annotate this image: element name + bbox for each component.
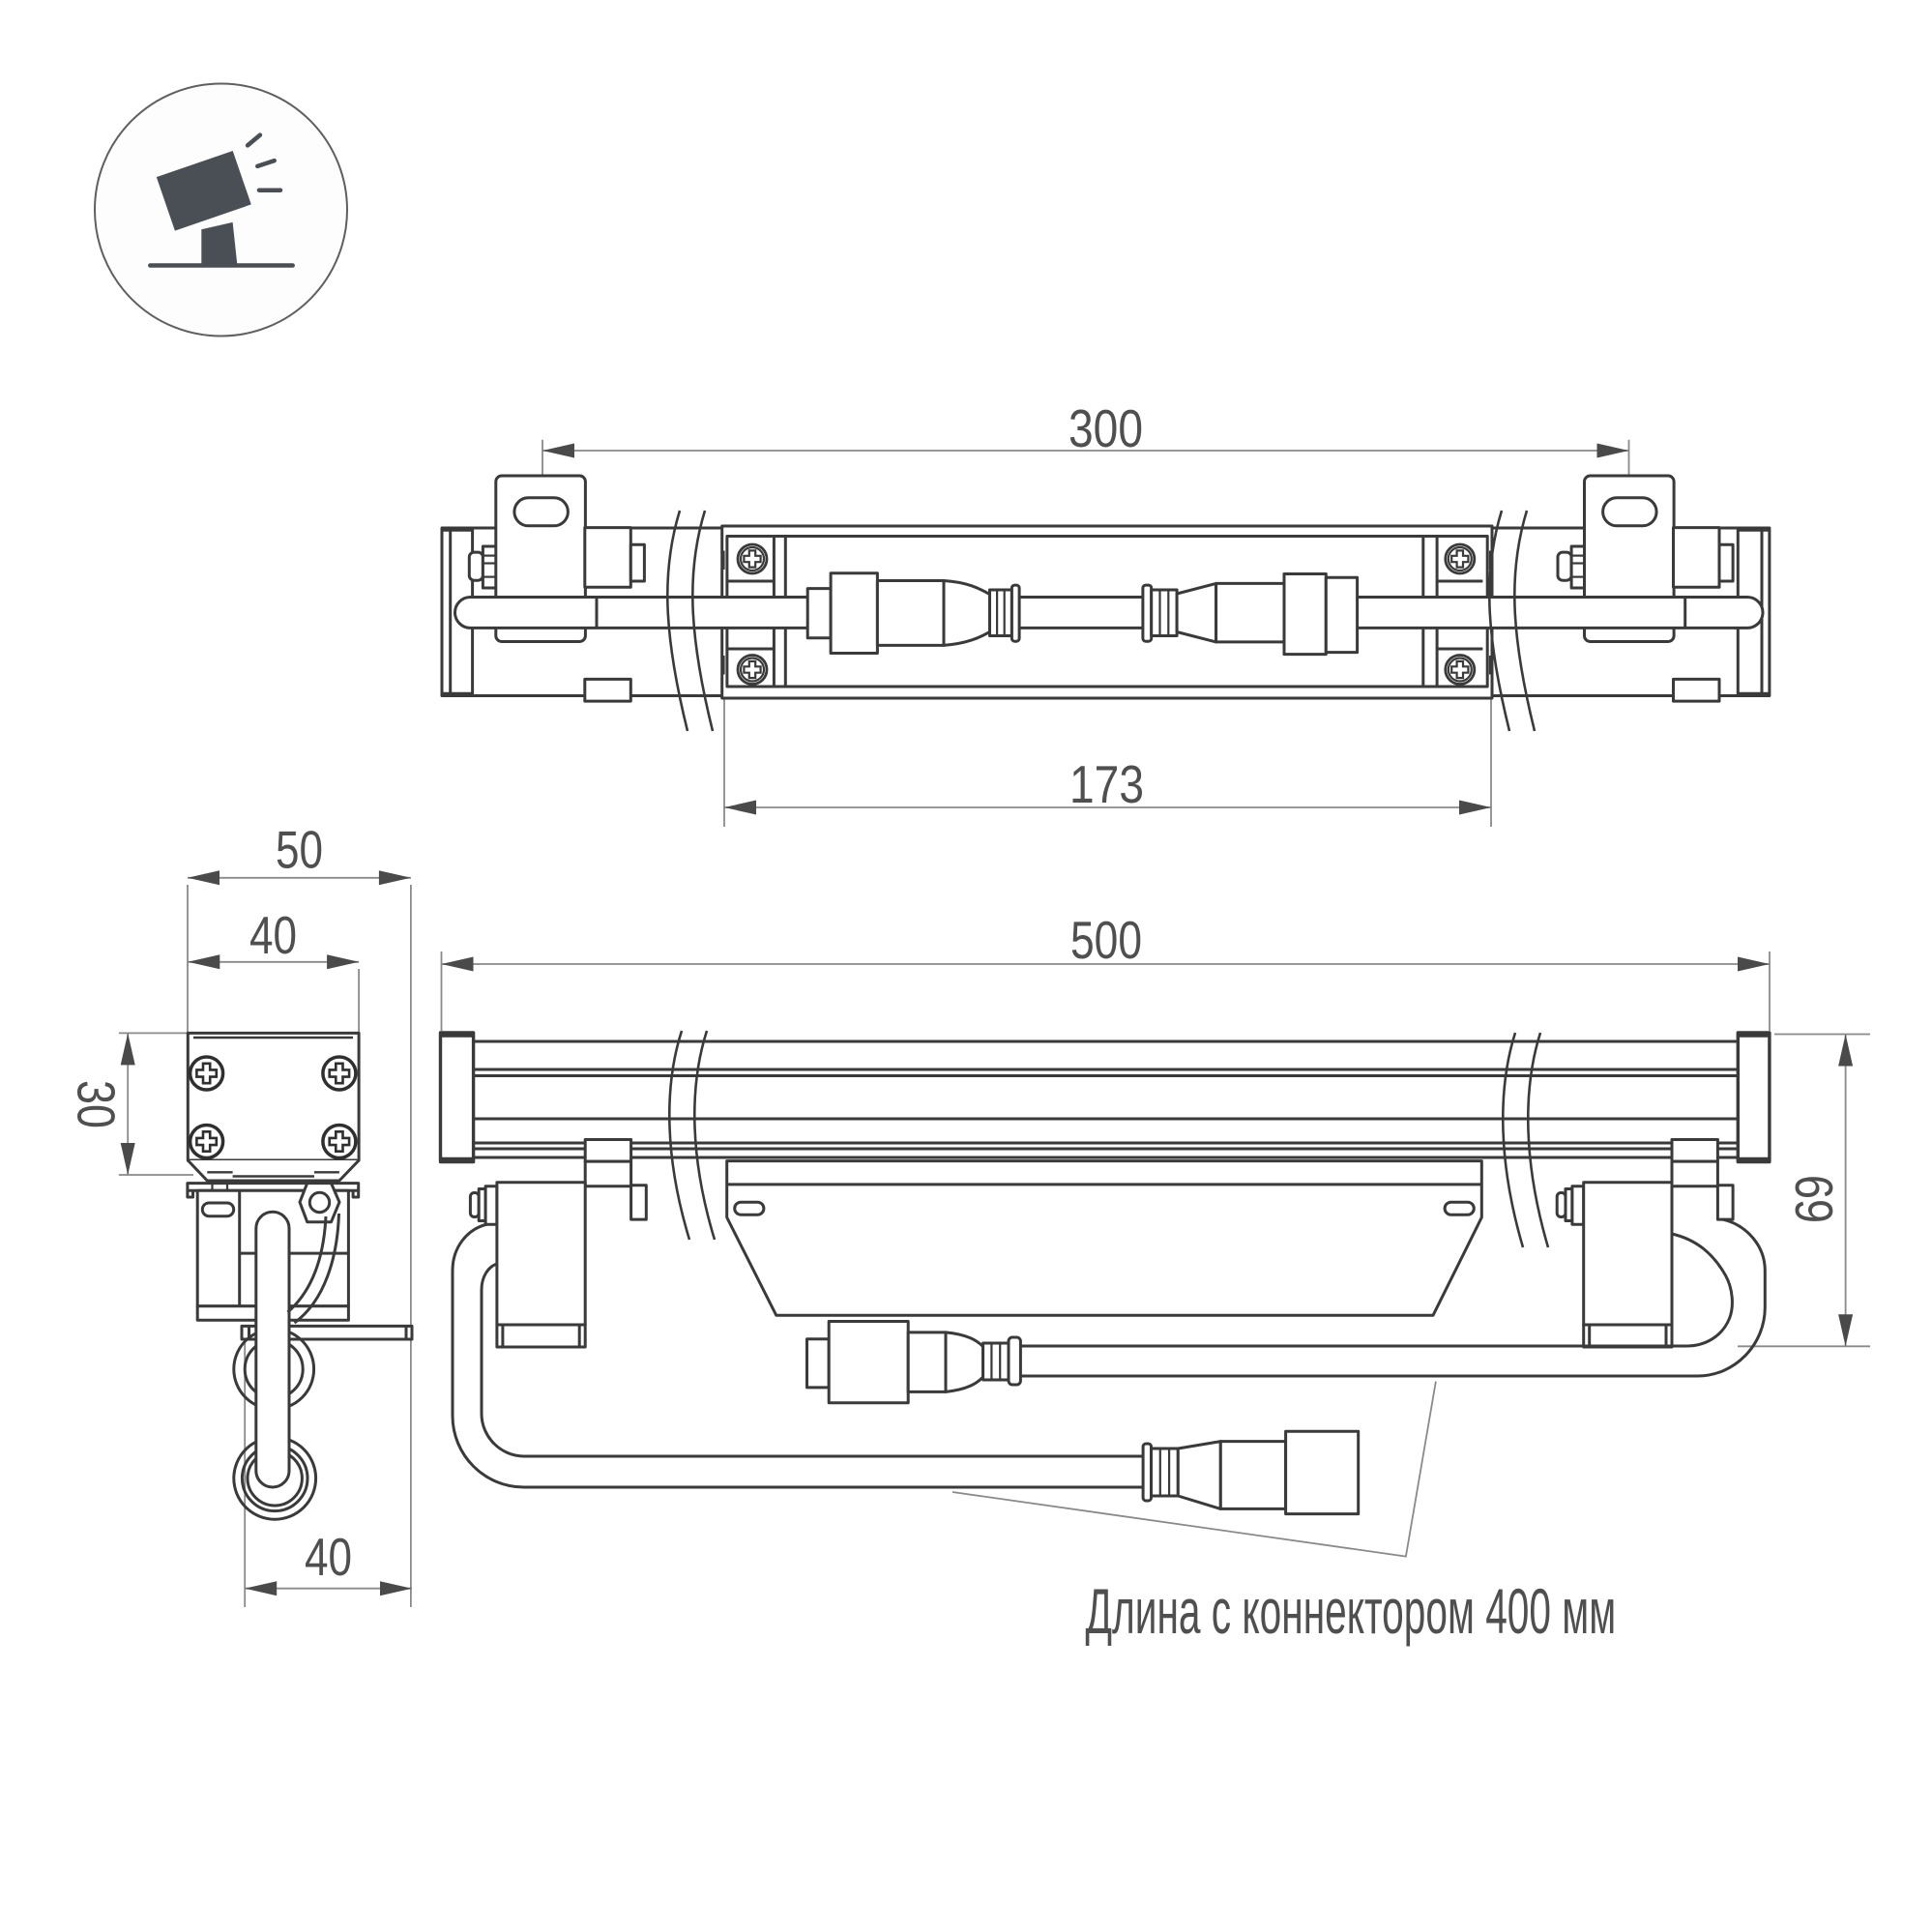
svg-text:69: 69 xyxy=(1784,1175,1844,1223)
svg-text:500: 500 xyxy=(1070,910,1142,970)
svg-text:30: 30 xyxy=(67,1080,127,1128)
svg-text:173: 173 xyxy=(1069,754,1144,814)
svg-text:300: 300 xyxy=(1068,398,1143,458)
svg-text:40: 40 xyxy=(249,905,297,965)
svg-text:50: 50 xyxy=(276,820,323,880)
svg-text:40: 40 xyxy=(305,1527,352,1587)
svg-text:Длина с коннектором 400 мм: Длина с коннектором 400 мм xyxy=(1086,1575,1617,1647)
